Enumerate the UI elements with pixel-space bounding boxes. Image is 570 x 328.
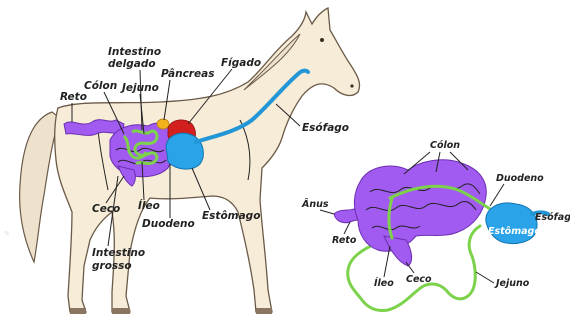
tract-leader-anus [320,210,334,214]
label-estomago: Estômago [202,210,260,222]
tract-label-estomago: Estômago [488,226,541,237]
horse-stomach [166,133,203,169]
tract-large-colon [354,160,486,251]
label-intestino-grosso-1: Intestino [92,247,145,259]
horse-tail [20,112,60,262]
horse-nostril [350,84,353,87]
horse-hoof [112,308,130,314]
tract-label-ceco: Ceco [406,274,432,285]
horse-pancreas [157,119,169,129]
label-intestino-delgado-1: Intestino [108,46,161,58]
tract-label-reto: Reto [332,235,357,246]
tract-stomach [486,203,537,244]
label-figado: Fígado [221,57,261,69]
horse-eye [320,38,324,42]
tract-label-anus: Ânus [301,199,329,210]
label-duodeno: Duodeno [142,218,195,230]
horse-hoof [70,308,86,314]
tract-leader-reto [344,222,350,234]
tract-leader-jejuno [476,272,494,283]
label-ceco: Ceco [92,203,120,215]
label-colon: Cólon [84,80,117,92]
tract-label-jejuno: Jejuno [494,278,530,289]
tract-leader-duodeno [490,184,504,206]
tract-label-ileo: Íleo [374,277,394,289]
label-intestino-delgado-2: delgado [108,58,156,70]
label-jejuno: Jejuno [120,82,159,94]
label-intestino-grosso-2: grosso [92,260,132,272]
label-reto: Reto [60,91,87,103]
label-pancreas: Pâncreas [161,68,214,80]
label-esofago: Esófago [302,122,349,134]
tract-label-duodeno: Duodeno [496,173,544,184]
label-ileo: Íleo [138,199,160,212]
tract-label-esofago: Esófago [535,212,570,223]
watermark-mark: ✎ [4,230,10,238]
horse-hoof [256,308,272,314]
tract-label-colon: Cólon [430,140,460,151]
